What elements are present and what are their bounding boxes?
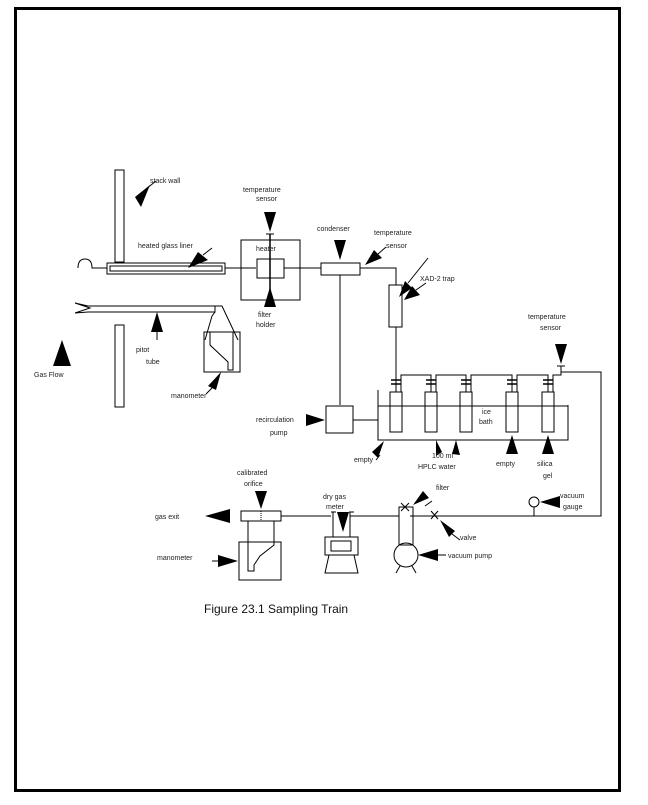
xad2-trap xyxy=(388,284,403,328)
label-temperature-sensor-heater-2: sensor xyxy=(256,196,278,203)
label-vacuum-gauge-1: vacuum xyxy=(560,493,585,500)
label-filter-holder-1: filter xyxy=(258,312,272,319)
label-dry-gas-meter-2: meter xyxy=(326,504,345,511)
impingers xyxy=(389,365,602,517)
label-filter: filter xyxy=(436,485,450,492)
label-temperature-sensor-condenser-1: temperature xyxy=(374,230,412,237)
label-dry-gas-meter-1: dry gas xyxy=(323,494,346,501)
label-orifice-2: orifice xyxy=(244,481,263,488)
label-empty-2: empty xyxy=(496,461,516,468)
figure-caption: Figure 23.1 Sampling Train xyxy=(204,602,348,616)
label-stack-wall: stack wall xyxy=(150,178,181,185)
condenser xyxy=(320,262,361,276)
label-heater: heater xyxy=(256,246,277,253)
vacuum-pump xyxy=(393,542,419,568)
dry-gas-meter xyxy=(324,511,359,574)
label-temperature-sensor-impinger-2: sensor xyxy=(540,325,562,332)
label-temperature-sensor-condenser-2: sensor xyxy=(386,243,408,250)
label-gas-flow: Gas Flow xyxy=(34,372,65,379)
label-manometer-bottom: manometer xyxy=(157,555,193,562)
label-filter-holder-2: holder xyxy=(256,322,276,329)
recirculation-pump xyxy=(325,405,354,434)
label-condenser: condenser xyxy=(317,226,350,233)
label-hplc-water-1: 100 ml xyxy=(432,453,453,460)
nozzle-hook xyxy=(77,258,107,269)
pitot-tube xyxy=(74,302,216,314)
label-manometer-top: manometer xyxy=(171,393,207,400)
label-xad2-trap: XAD-2 trap xyxy=(420,276,455,283)
label-silica-gel-2: gel xyxy=(543,473,553,480)
label-pitot-tube-1: pitot xyxy=(136,347,149,354)
stack-wall-upper xyxy=(114,169,125,263)
label-recirculation-pump-2: pump xyxy=(270,430,288,437)
label-temperature-sensor-impinger-1: temperature xyxy=(528,314,566,321)
label-silica-gel-1: silica xyxy=(537,461,553,468)
label-arrows xyxy=(53,185,567,567)
label-recirculation-pump-1: recirculation xyxy=(256,417,294,424)
label-gas-exit: gas exit xyxy=(155,514,179,521)
label-orifice-1: calibrated xyxy=(237,470,267,477)
label-hplc-water-2: HPLC water xyxy=(418,464,456,471)
label-vacuum-pump: vacuum pump xyxy=(448,553,492,560)
label-temperature-sensor-heater-1: temperature xyxy=(243,187,281,194)
label-ice-bath-2: bath xyxy=(479,419,493,426)
label-vacuum-gauge-2: gauge xyxy=(563,504,583,511)
label-pitot-tube-2: tube xyxy=(146,359,160,366)
filter-x xyxy=(400,502,410,512)
label-valve: valve xyxy=(460,535,476,542)
label-ice-bath-1: ice xyxy=(482,409,491,416)
label-empty-1: empty xyxy=(354,457,374,464)
heated-glass-liner xyxy=(106,262,226,275)
label-heated-glass-liner: heated glass liner xyxy=(138,243,194,250)
stack-wall-lower xyxy=(114,324,125,408)
manometer-bottom xyxy=(238,541,282,581)
liner-inner xyxy=(109,265,223,272)
ice-bath xyxy=(377,390,569,441)
manometer-top xyxy=(203,331,241,373)
valve xyxy=(430,510,439,520)
vacuum-pump-filter-column xyxy=(398,506,414,546)
vacuum-gauge xyxy=(528,496,540,508)
